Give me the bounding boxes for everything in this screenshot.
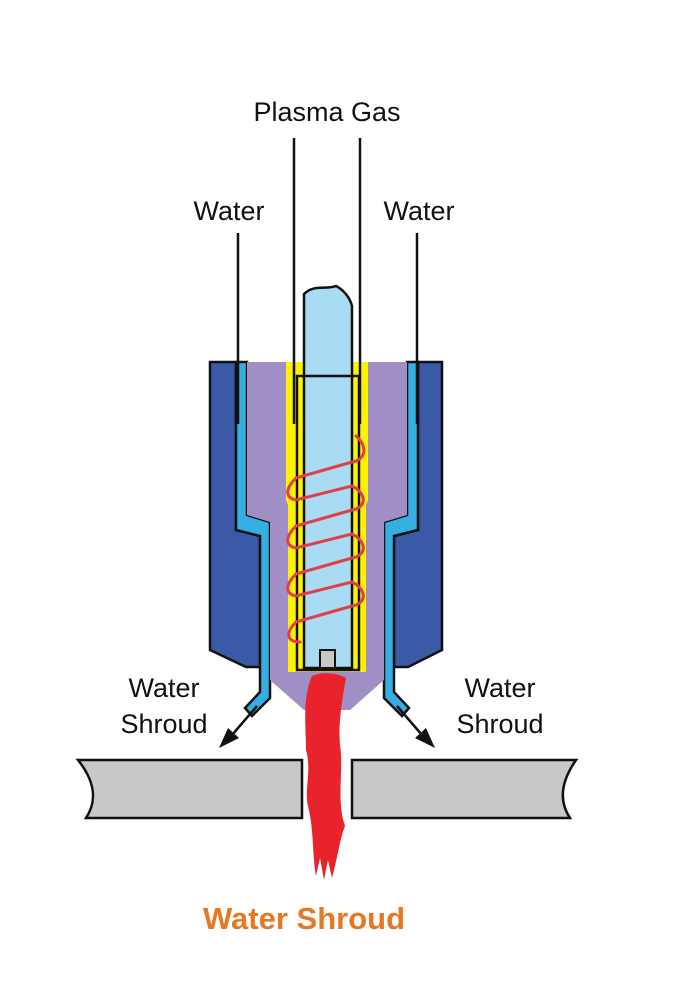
water-right-label: Water xyxy=(383,196,454,226)
water-shroud-right-label-line2: Shroud xyxy=(456,709,543,739)
plasma-gas-label: Plasma Gas xyxy=(253,97,400,127)
diagram-caption: Water Shroud xyxy=(203,901,405,936)
shroud-right-arrowhead xyxy=(415,728,435,748)
electrode-housing xyxy=(295,374,361,672)
swirl-coil xyxy=(286,434,366,644)
water-shroud-left-label-line2: Shroud xyxy=(120,709,207,739)
water-left-label: Water xyxy=(193,196,264,226)
water-shroud-left-label-line1: Water xyxy=(128,673,199,703)
shroud-left-arrowhead xyxy=(219,728,239,748)
shroud-left-arrow-line xyxy=(231,705,258,736)
workpiece-left xyxy=(75,758,304,820)
plasma-arc xyxy=(305,673,346,880)
electrode xyxy=(302,284,354,670)
electrode-tip xyxy=(319,649,336,669)
shroud-right-arrow-line xyxy=(396,705,423,736)
workpiece-right xyxy=(350,758,579,820)
water-shroud-right-label-line1: Water xyxy=(464,673,535,703)
